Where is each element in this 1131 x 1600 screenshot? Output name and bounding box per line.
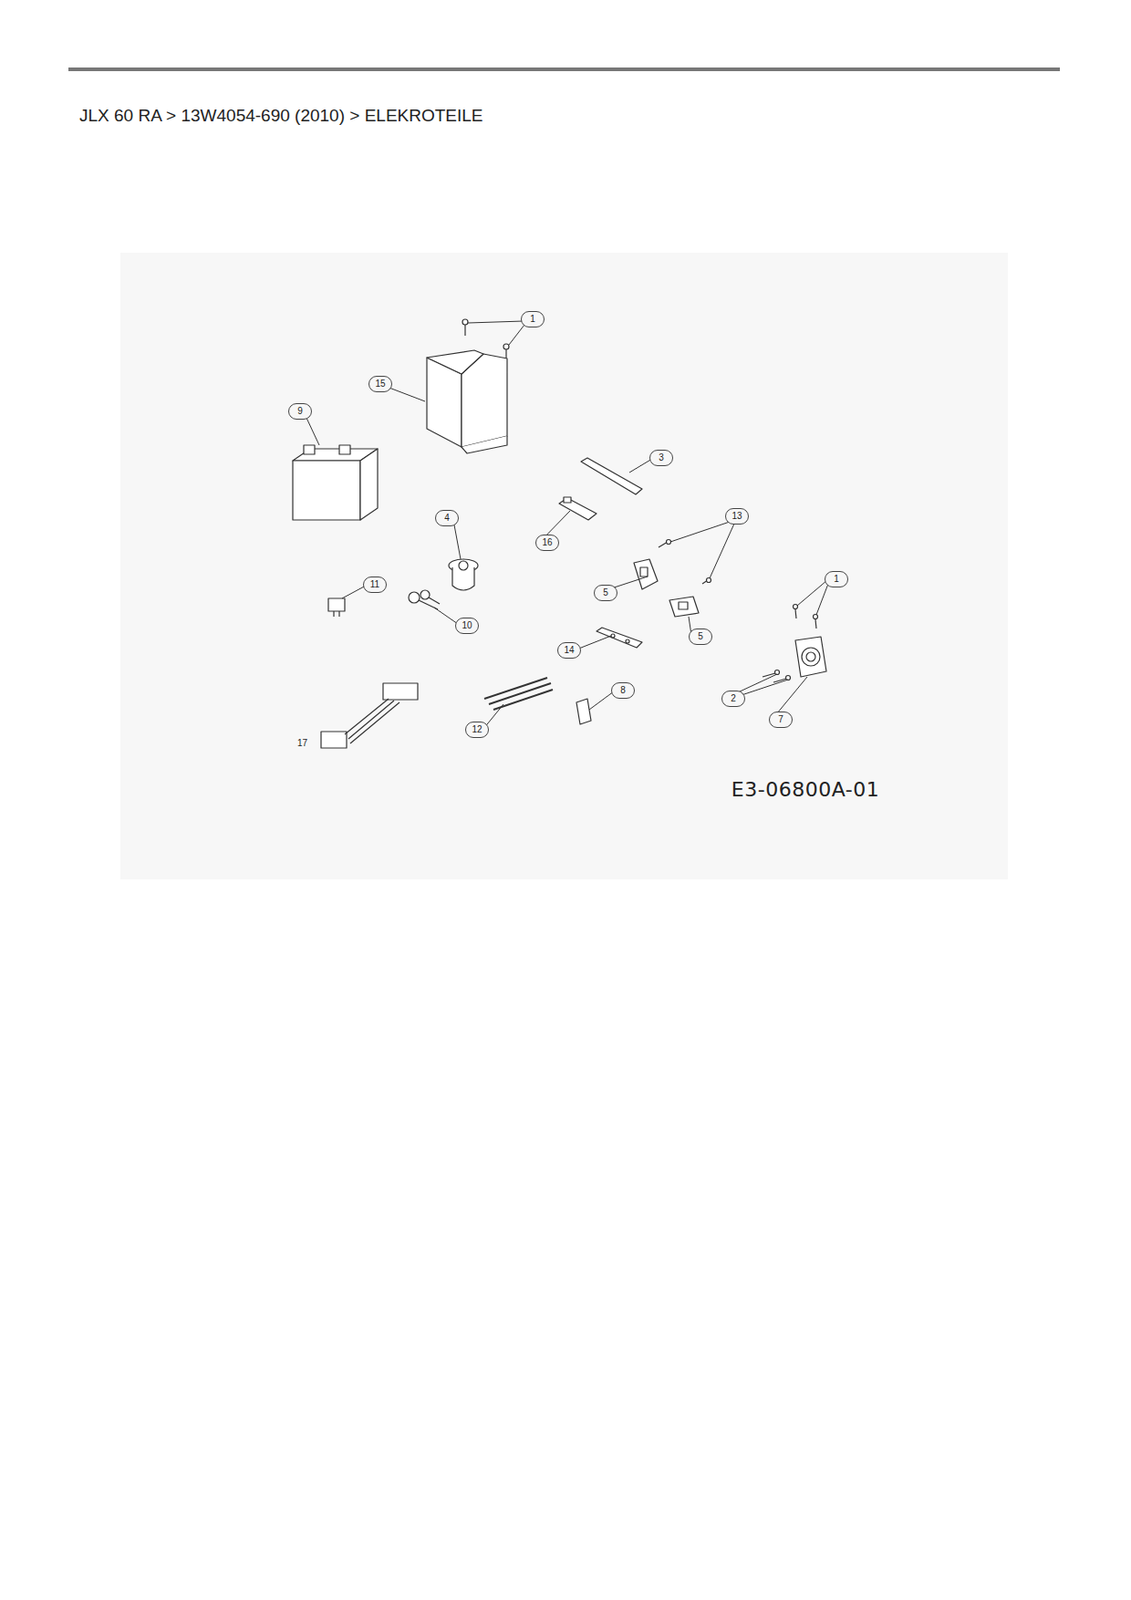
callout-number: 5 [593, 584, 618, 602]
breadcrumb-title: JLX 60 RA > 13W4054-690 (2010) > ELEKROT… [79, 105, 484, 126]
drawing-code: E3-06800A-01 [731, 779, 880, 800]
callout-number: 11 [363, 576, 387, 593]
callout-number: 8 [611, 682, 635, 699]
callout-number: 1 [520, 311, 545, 328]
callout-number: 10 [455, 617, 479, 634]
callout-number: 2 [721, 690, 746, 707]
callout-number: 5 [688, 628, 713, 645]
callout-number: 13 [725, 508, 749, 525]
callout-number: 12 [465, 721, 489, 738]
callout-number: 3 [649, 449, 674, 467]
callout-number: 17 [297, 738, 308, 748]
callout-number: 16 [535, 534, 560, 551]
callout-number: 4 [435, 509, 459, 527]
callout-number: 1 [824, 570, 849, 588]
callout-number: 15 [368, 375, 393, 393]
callout-number: 14 [557, 642, 582, 659]
callout-number: 7 [768, 711, 793, 728]
callout-number: 9 [288, 403, 312, 420]
